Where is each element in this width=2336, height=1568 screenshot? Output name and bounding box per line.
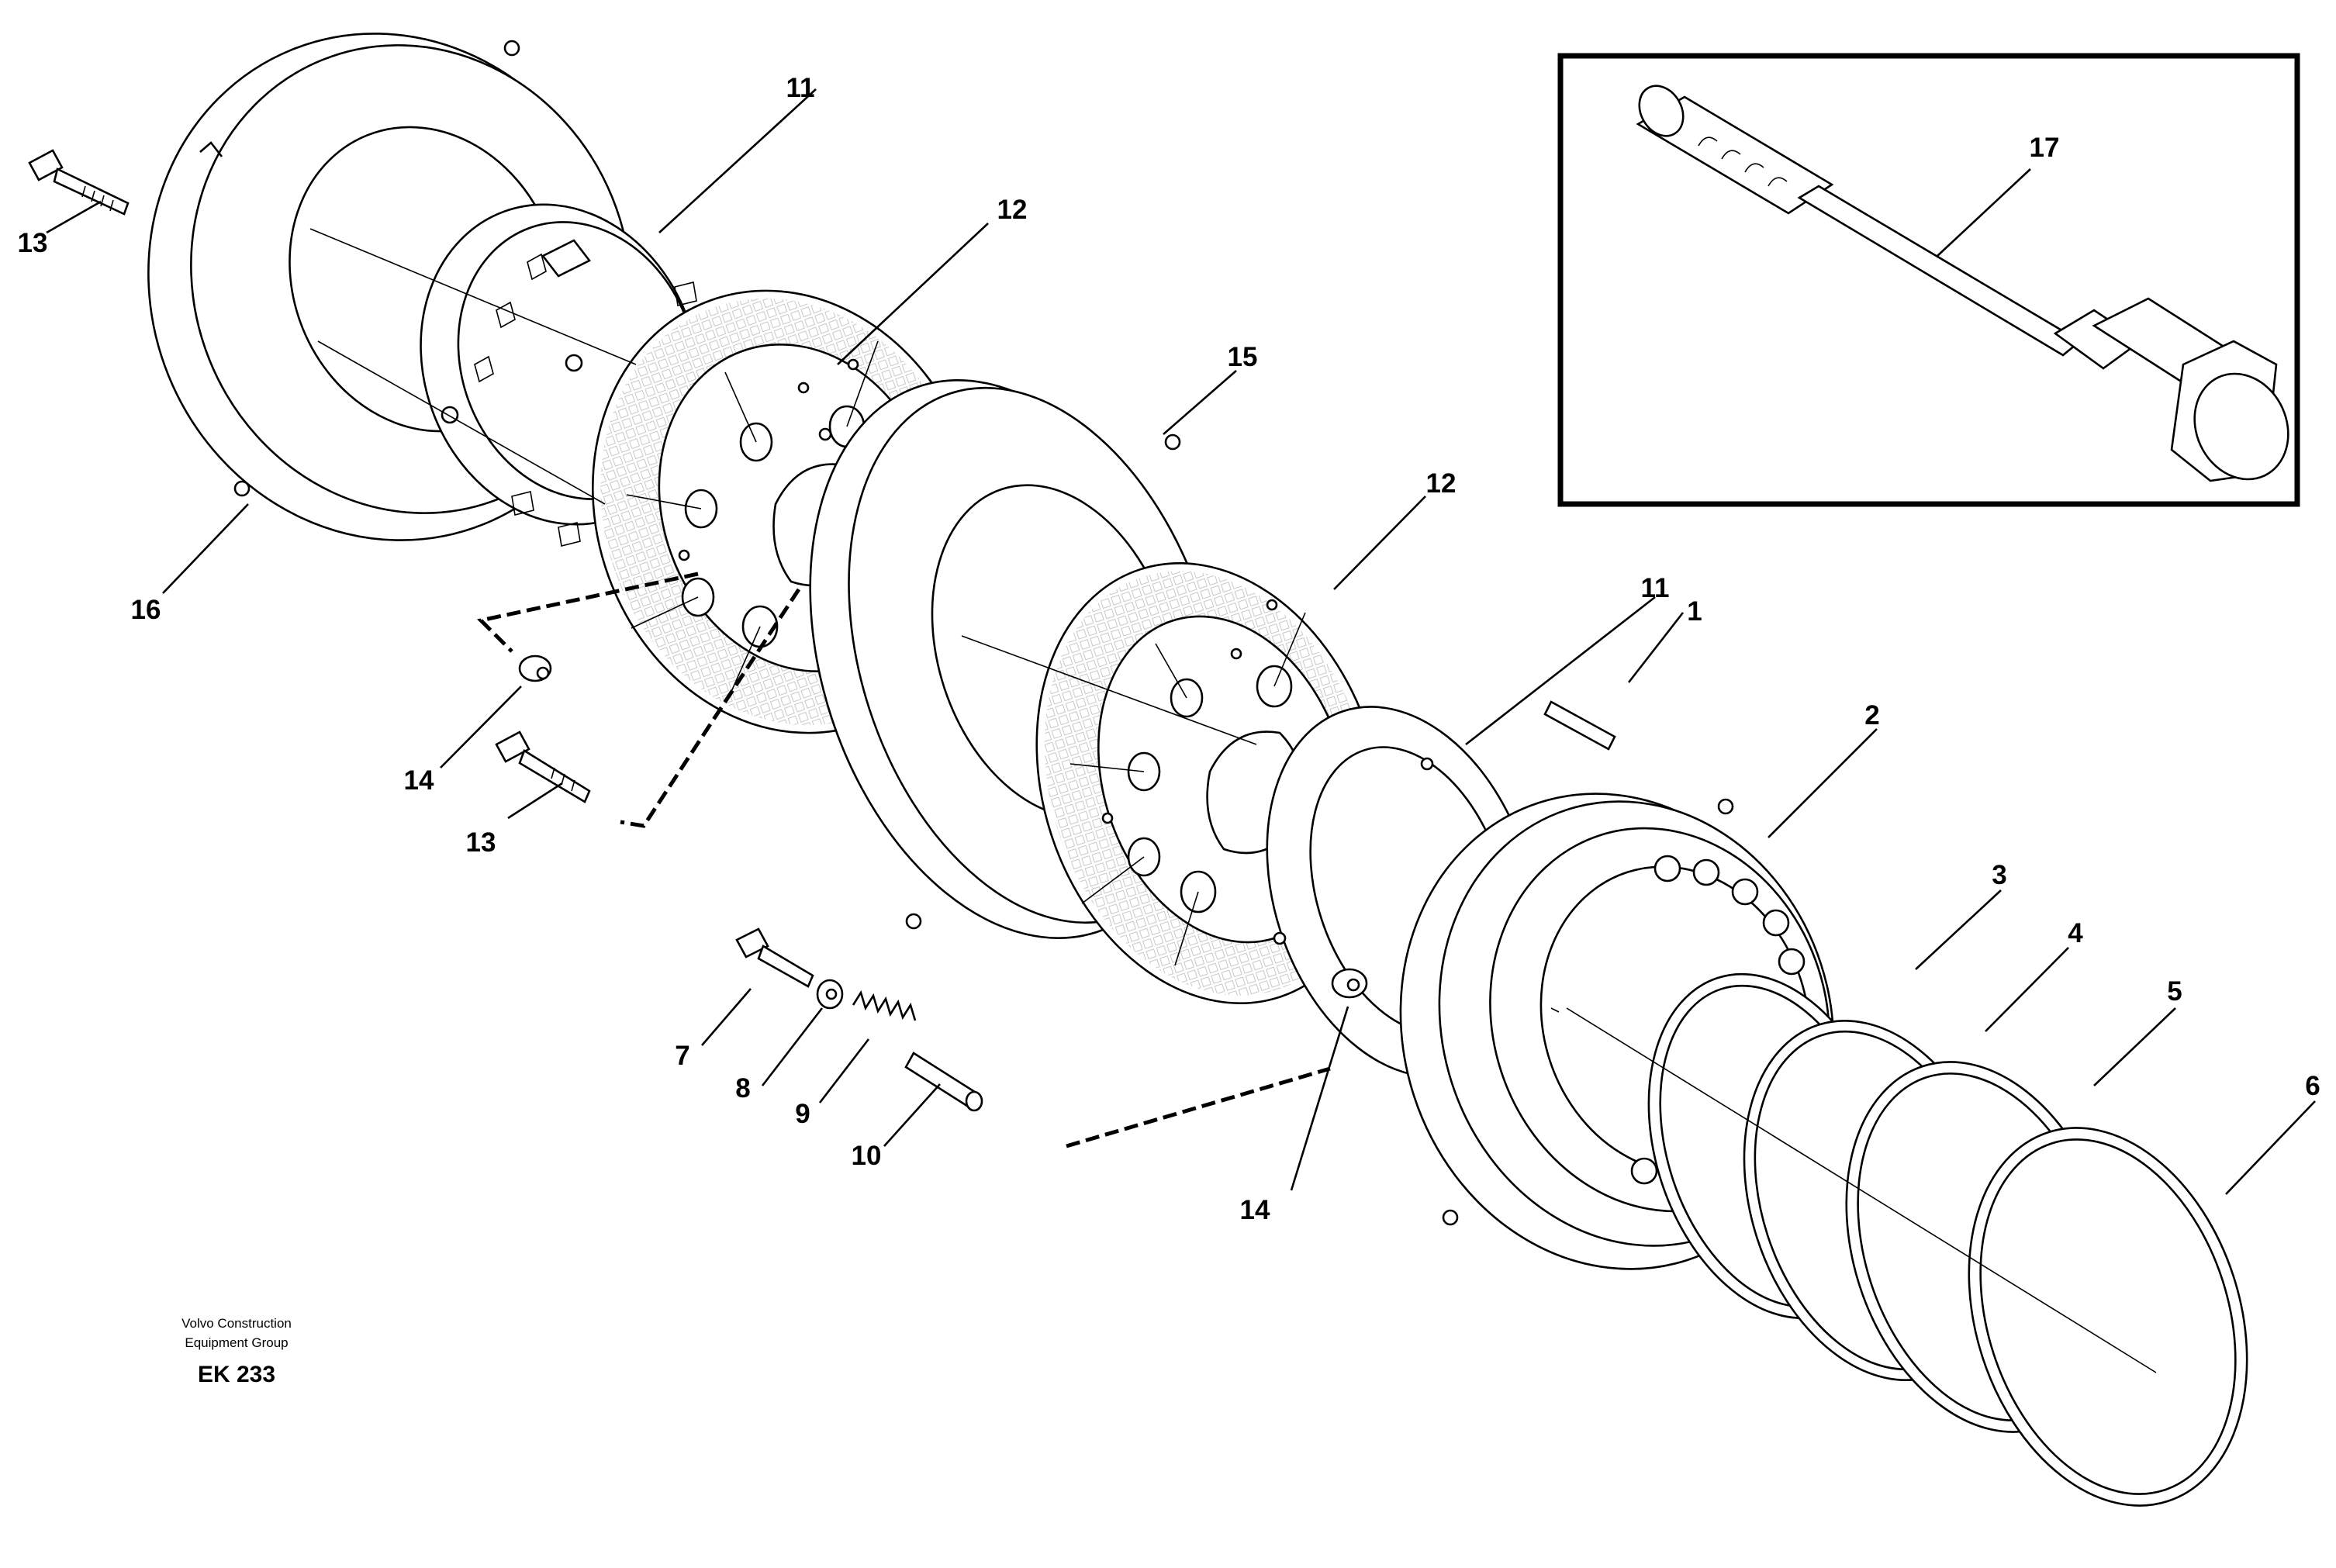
callout-14-upper: 14	[404, 765, 434, 796]
leader-lines	[46, 88, 2316, 1195]
part-13-bolt-lower	[495, 730, 591, 803]
publisher-line-1: Volvo Construction	[181, 1316, 292, 1331]
callout-4: 4	[2068, 918, 2083, 948]
callout-10: 10	[852, 1141, 882, 1171]
tool-17-drawing	[1636, 85, 2289, 482]
part-14-nut-upper	[518, 654, 552, 682]
callout-6: 6	[2305, 1071, 2320, 1101]
callout-11-upper: 11	[786, 73, 815, 103]
callout-8: 8	[735, 1073, 750, 1103]
part-1-pin	[1543, 700, 1616, 751]
part-13-bolt-upper	[28, 149, 130, 216]
callout-labels: 11 12 15 12 11 1 2 3 4 5 6 17 13 16 14 1…	[18, 73, 2320, 1225]
part-8-washer	[816, 979, 844, 1010]
part-14-nut-lower	[1331, 968, 1368, 999]
inset-tool-box	[1557, 53, 2300, 507]
part-10-pin	[904, 1052, 983, 1112]
callout-9: 9	[795, 1099, 810, 1129]
assembly-axis	[309, 228, 2157, 1373]
callout-16: 16	[131, 595, 161, 625]
callout-13-upper: 13	[18, 228, 48, 258]
callout-13-lower: 13	[466, 827, 496, 858]
callout-15: 15	[1228, 342, 1258, 372]
callout-2: 2	[1864, 700, 1879, 730]
callout-17: 17	[2030, 133, 2060, 163]
publisher-line-2: Equipment Group	[185, 1335, 288, 1350]
callout-3: 3	[1992, 860, 2006, 890]
drawing-footer: Volvo Construction Equipment Group EK 23…	[181, 1316, 292, 1387]
drawing-code: EK 233	[198, 1362, 275, 1387]
callout-5: 5	[2167, 976, 2182, 1007]
callout-12-upper: 12	[997, 195, 1028, 225]
part-7-bolt	[735, 927, 814, 988]
callout-12-lower: 12	[1426, 468, 1457, 499]
assembly-dashes	[476, 572, 1331, 1148]
part-6-ring	[1968, 1127, 2248, 1507]
part-9-spring	[852, 989, 917, 1021]
callout-14-lower: 14	[1240, 1195, 1270, 1225]
callout-7: 7	[675, 1041, 689, 1071]
callout-1: 1	[1687, 596, 1702, 627]
callout-11-lower: 11	[1641, 573, 1670, 603]
